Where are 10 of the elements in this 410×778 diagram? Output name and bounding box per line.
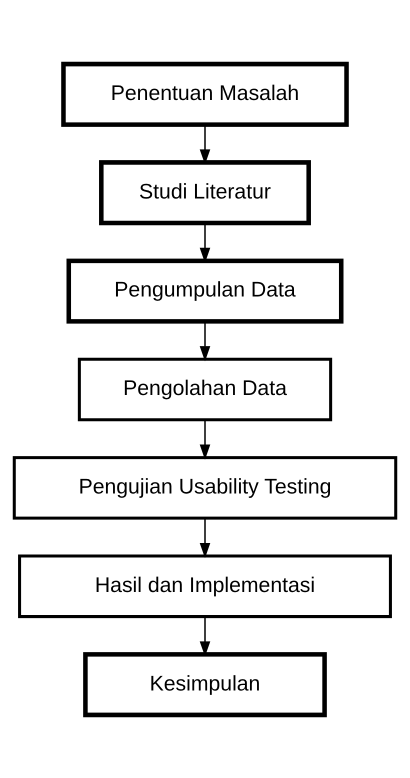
node-box: Hasil dan Implementasi	[18, 554, 392, 618]
node-box: Pengujian Usability Testing	[12, 456, 398, 520]
node-box: Pengumpulan Data	[66, 258, 344, 324]
arrow	[200, 420, 210, 460]
arrow	[200, 321, 210, 361]
node-box: Studi Literatur	[99, 160, 311, 225]
arrow	[200, 518, 210, 558]
node-box: Pengolahan Data	[78, 357, 332, 421]
node-box: Kesimpulan	[83, 652, 327, 717]
node-box: Penentuan Masalah	[61, 61, 349, 126]
